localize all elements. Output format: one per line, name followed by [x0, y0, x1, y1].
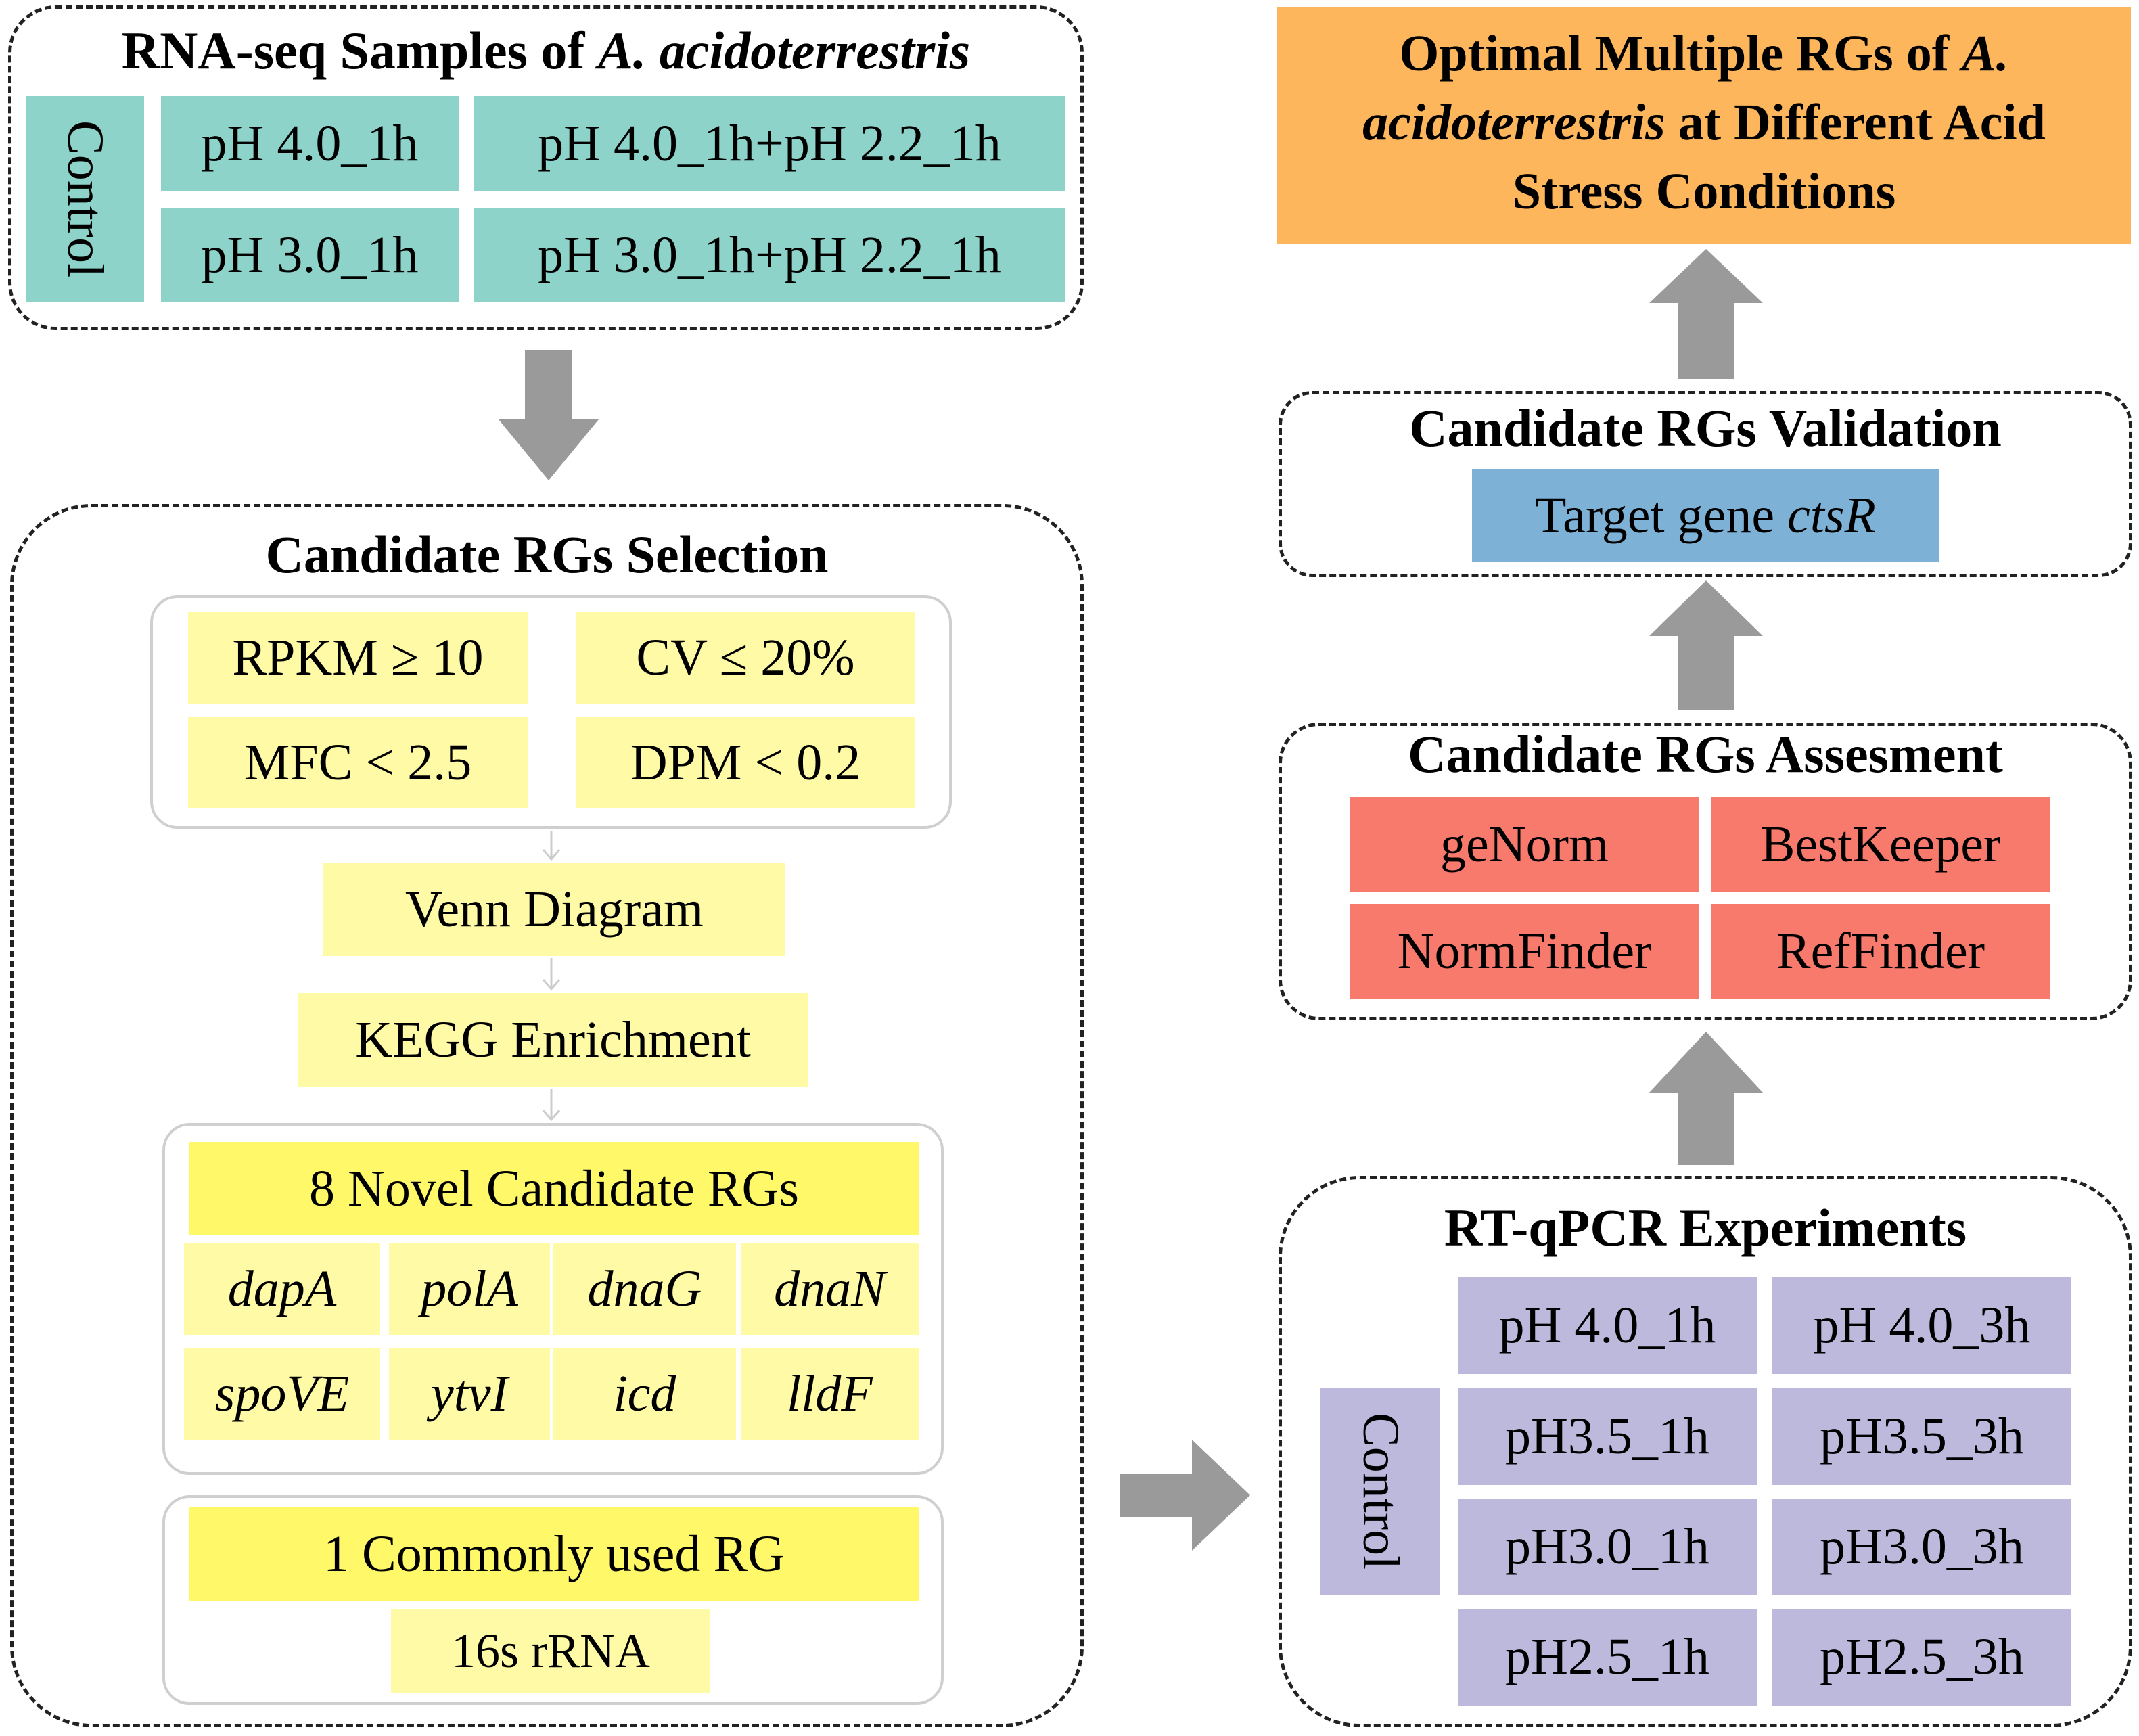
- rnaseq-title-species: A. acidoterrestris: [597, 21, 971, 80]
- arrow-down-icon: [499, 350, 599, 480]
- venn-diagram-step: Venn Diagram: [323, 863, 785, 956]
- criterion: CV ≤ 20%: [576, 612, 915, 704]
- rnaseq-sample: pH 4.0_1h+pH 2.2_1h: [474, 96, 1065, 191]
- optimal-rgs-line2-text: at Different Acid: [1665, 94, 2046, 151]
- arrow-up-icon: [1649, 1032, 1763, 1165]
- rnaseq-title-text: RNA-seq Samples of: [121, 21, 598, 80]
- novel-rgs-title: 8 Novel Candidate RGs: [189, 1142, 919, 1235]
- novel-gene: ytvI: [389, 1348, 550, 1440]
- rnaseq-control: Control: [26, 96, 144, 302]
- validation-panel: [1279, 391, 2132, 577]
- novel-gene: dnaG: [553, 1243, 736, 1335]
- arrow-right-icon: [1120, 1440, 1250, 1551]
- novel-gene: dapA: [184, 1243, 380, 1335]
- rtqpcr-control: Control: [1320, 1388, 1440, 1595]
- target-gene-name: ctsR: [1787, 486, 1876, 544]
- rnaseq-sample: pH 3.0_1h: [161, 208, 459, 302]
- assessment-method: RefFinder: [1711, 904, 2050, 999]
- novel-gene: polA: [389, 1243, 550, 1335]
- novel-gene: spoVE: [184, 1348, 380, 1440]
- optimal-rgs-line3: Stress Conditions: [1512, 163, 1896, 220]
- validation-title: Candidate RGs Validation: [1409, 398, 2002, 457]
- rnaseq-title: RNA-seq Samples of A. acidoterrestris: [8, 20, 1084, 81]
- optimal-rgs-line2: acidoterrestris at Different Acid: [1277, 93, 2131, 152]
- rtqpcr-condition: pH 4.0_3h: [1772, 1277, 2071, 1374]
- criterion: DPM < 0.2: [576, 717, 915, 808]
- rnaseq-sample: pH 3.0_1h+pH 2.2_1h: [474, 208, 1065, 302]
- common-rg-gene: 16s rRNA: [391, 1609, 710, 1693]
- selection-title: Candidate RGs Selection: [265, 525, 829, 584]
- novel-gene: lldF: [741, 1348, 919, 1440]
- novel-rgs-box: [162, 1123, 944, 1475]
- kegg-enrichment-step: KEGG Enrichment: [298, 993, 808, 1087]
- assessment-panel: [1279, 723, 2132, 1020]
- optimal-rgs-line1-text: Optimal Multiple RGs of: [1399, 25, 1962, 82]
- rtqpcr-condition: pH2.5_3h: [1772, 1609, 2071, 1706]
- novel-gene: dnaN: [741, 1243, 919, 1335]
- rtqpcr-title: RT-qPCR Experiments: [1444, 1198, 1967, 1257]
- rnaseq-sample: pH 4.0_1h: [161, 96, 459, 191]
- optimal-rgs-line1-italic: A.: [1962, 25, 2009, 82]
- criteria-box: [150, 595, 952, 829]
- small-arrow-icon: [542, 831, 561, 1122]
- optimal-rgs-line1: Optimal Multiple RGs of A.: [1277, 24, 2131, 83]
- assessment-method: NormFinder: [1350, 904, 1699, 999]
- rtqpcr-panel: [1279, 1176, 2132, 1727]
- assessment-method: BestKeeper: [1711, 797, 2050, 892]
- optimal-rgs-line2-italic: acidoterrestris: [1362, 94, 1665, 151]
- assessment-title: Candidate RGs Assesment: [1408, 725, 2003, 783]
- common-rg-box: [162, 1495, 944, 1705]
- novel-gene: icd: [553, 1348, 736, 1440]
- target-gene: Target gene ctsR: [1472, 469, 1939, 562]
- target-gene-prefix: Target gene: [1535, 486, 1788, 544]
- criterion: RPKM ≥ 10: [188, 612, 528, 704]
- criterion: MFC < 2.5: [188, 717, 528, 808]
- selection-panel: [10, 504, 1084, 1727]
- arrow-up-icon: [1649, 249, 1763, 379]
- rtqpcr-condition: pH3.0_1h: [1458, 1499, 1757, 1595]
- rtqpcr-condition: pH3.5_3h: [1772, 1388, 2071, 1485]
- arrow-up-icon: [1649, 580, 1763, 710]
- rtqpcr-condition: pH3.5_1h: [1458, 1388, 1757, 1485]
- rtqpcr-condition: pH3.0_3h: [1772, 1499, 2071, 1595]
- rtqpcr-condition: pH 4.0_1h: [1458, 1277, 1757, 1374]
- rtqpcr-condition: pH2.5_1h: [1458, 1609, 1757, 1706]
- assessment-method: geNorm: [1350, 797, 1699, 892]
- rnaseq-panel: [8, 5, 1084, 330]
- common-rg-title: 1 Commonly used RG: [189, 1507, 919, 1601]
- optimal-rgs-box: [1277, 7, 2131, 244]
